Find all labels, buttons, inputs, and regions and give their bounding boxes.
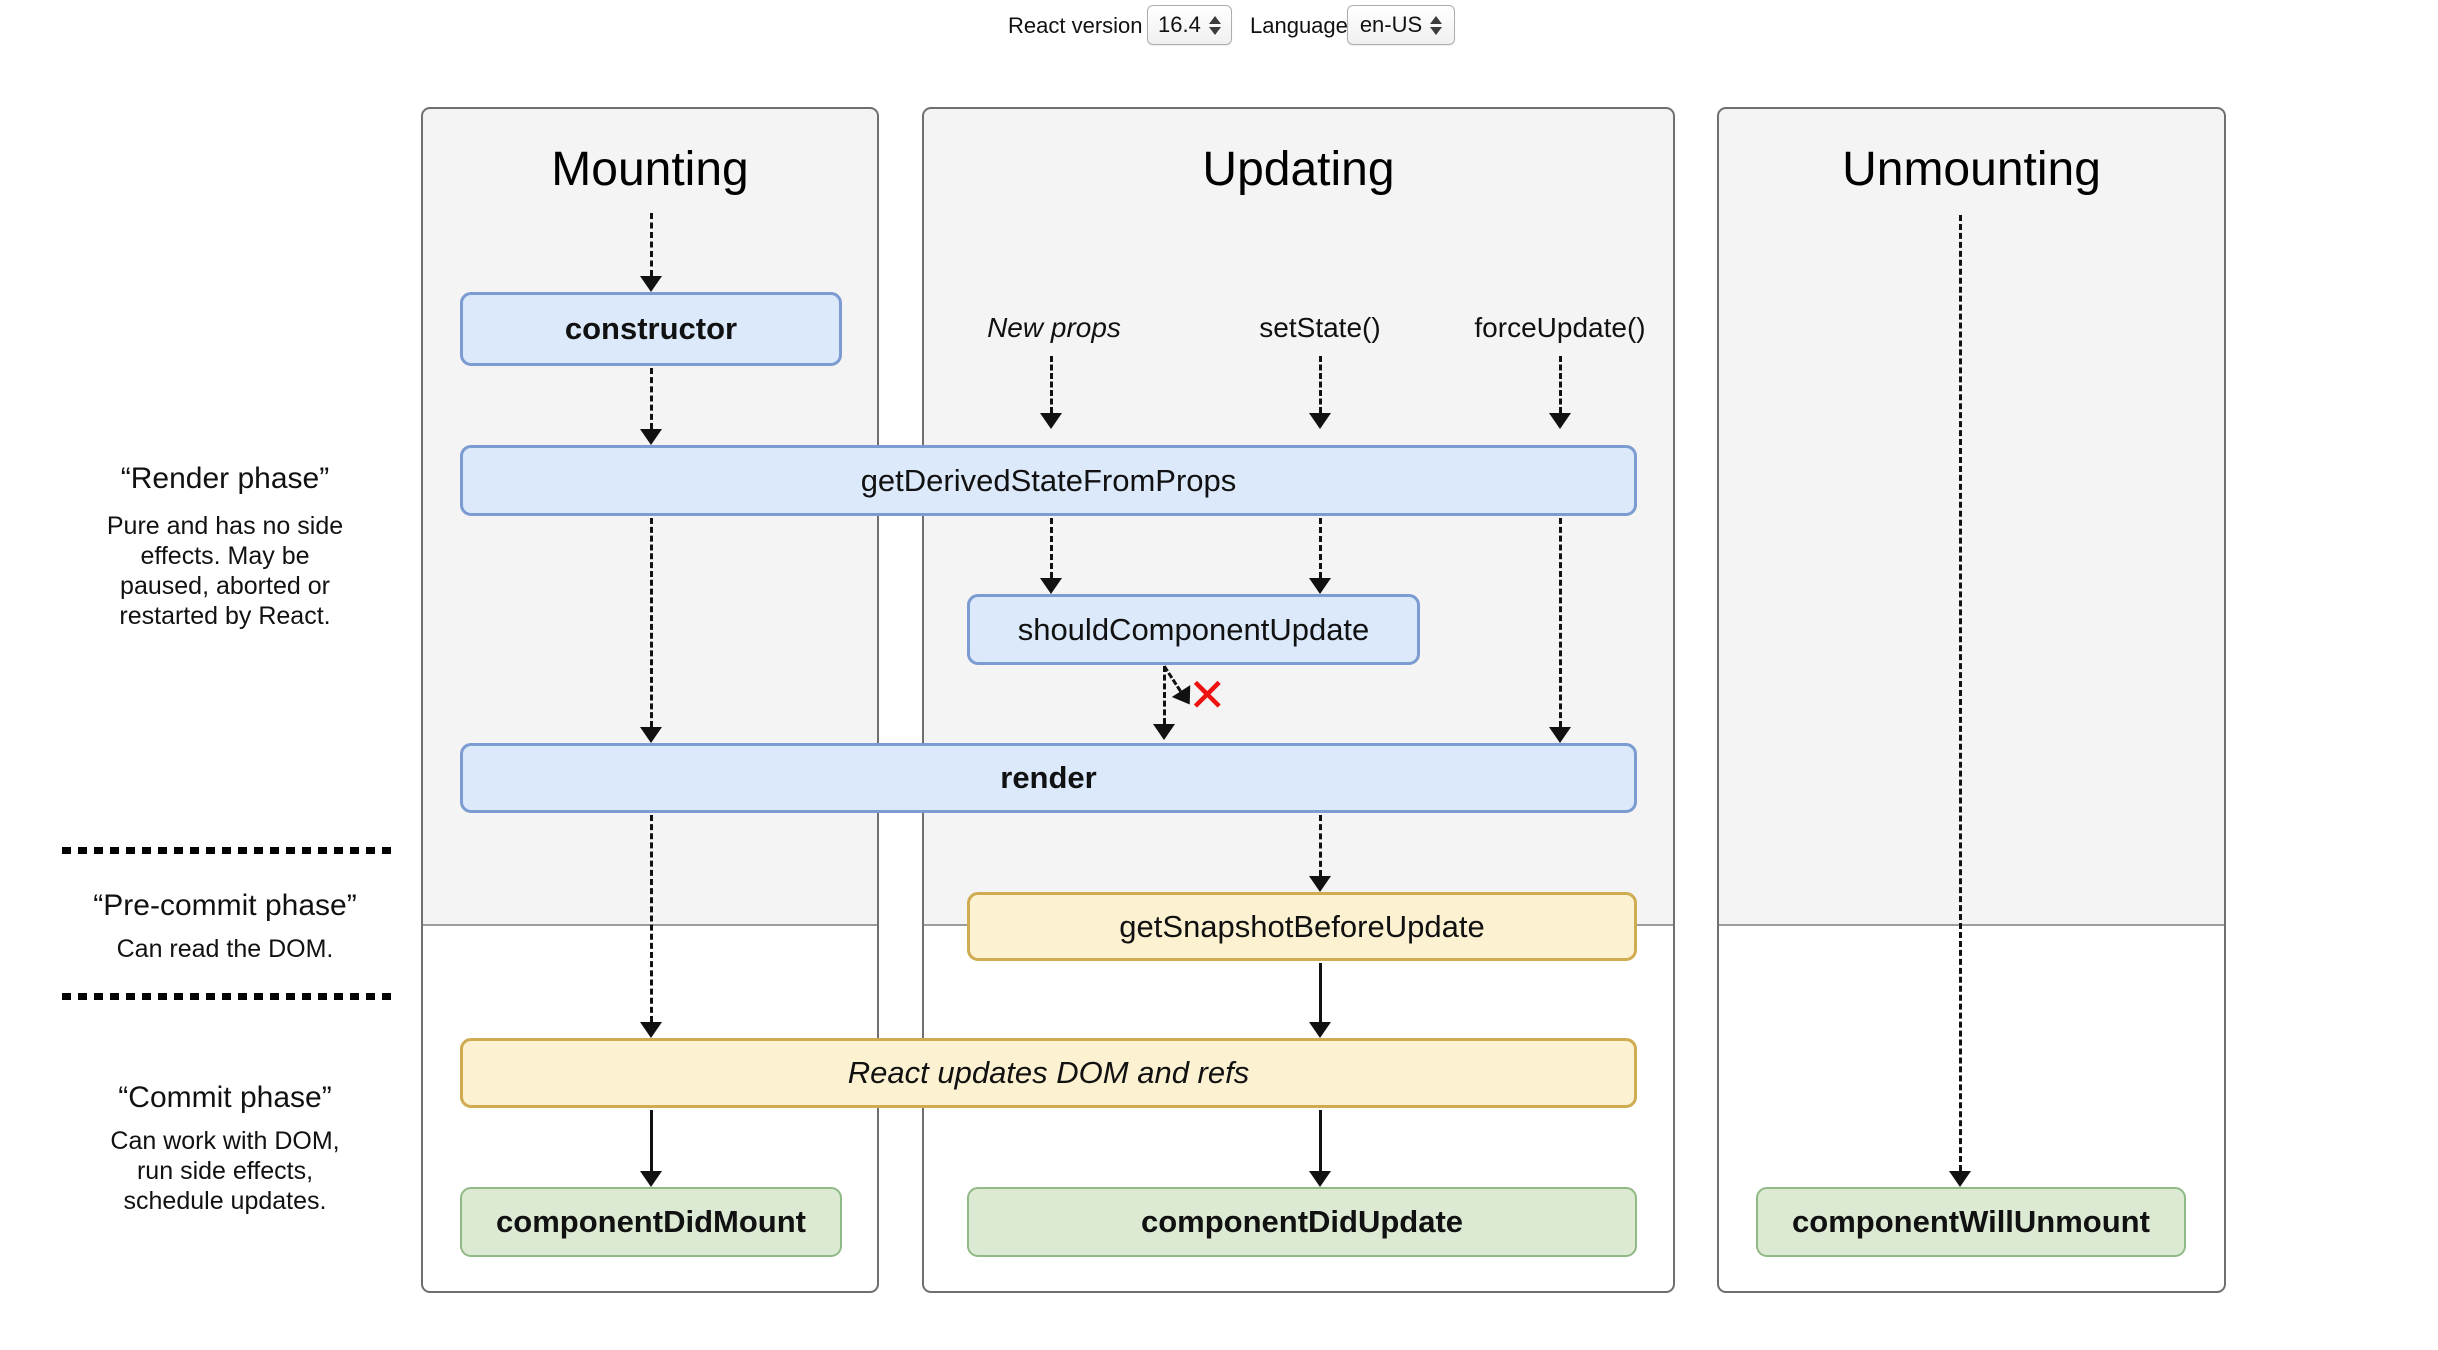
node-component-did-update[interactable]: componentDidUpdate	[967, 1187, 1637, 1257]
node-should-component-update[interactable]: shouldComponentUpdate	[967, 594, 1420, 665]
trigger-force-update: forceUpdate()	[1474, 312, 1646, 343]
mounting-column-title: Mounting	[551, 143, 749, 196]
render-phase-title: “Render phase”	[120, 462, 330, 495]
unmounting-column-title: Unmounting	[1842, 143, 2101, 196]
phase-separator-bottom	[62, 993, 392, 1000]
arrow-shouldupdate-to-render	[1153, 666, 1175, 740]
language-select[interactable]: en-US	[1347, 5, 1455, 45]
arrow-mount-to-constructor	[640, 213, 662, 292]
arrow-getderived-to-shouldupdate-right	[1309, 518, 1331, 594]
language-label: Language	[1250, 13, 1348, 38]
node-get-snapshot-before-update[interactable]: getSnapshotBeforeUpdate	[967, 892, 1637, 961]
react-version-label: React version	[1008, 13, 1143, 38]
arrow-reactupdates-to-didmount	[640, 1110, 662, 1187]
phase-separator-top	[62, 847, 392, 854]
stop-x-icon: ✕	[1188, 669, 1227, 721]
node-component-will-unmount[interactable]: componentWillUnmount	[1756, 1187, 2186, 1257]
arrow-getsnapshot-to-reactupdates	[1309, 963, 1331, 1038]
arrow-getderived-to-render-mount	[640, 518, 662, 743]
arrow-getderived-to-shouldupdate-left	[1040, 518, 1062, 594]
arrow-forceupdate-to-render	[1549, 518, 1571, 743]
unmounting-column-panel	[1717, 107, 2226, 1293]
commit-phase-title: “Commit phase”	[118, 1081, 332, 1114]
pre-commit-phase-description: Can read the DOM.	[116, 935, 334, 963]
updating-column-title: Updating	[1202, 143, 1395, 196]
arrow-render-to-reactupdates-mount	[640, 815, 662, 1038]
arrow-reactupdates-to-didupdate	[1309, 1110, 1331, 1187]
node-component-did-mount[interactable]: componentDidMount	[460, 1187, 842, 1257]
arrow-unmount-to-willunmount	[1949, 215, 1971, 1187]
node-get-derived-state-from-props[interactable]: getDerivedStateFromProps	[460, 445, 1637, 516]
arrow-constructor-to-getderived	[640, 368, 662, 445]
arrow-newprops-to-getderived	[1040, 356, 1062, 429]
react-version-value: 16.4	[1158, 12, 1201, 37]
select-stepper-icon	[1208, 15, 1221, 35]
node-render[interactable]: render	[460, 743, 1637, 813]
commit-phase-description: Can work with DOM, run side effects, sch…	[110, 1127, 340, 1215]
updating-column-panel	[922, 107, 1675, 1293]
arrow-setstate-to-getderived	[1309, 356, 1331, 429]
trigger-new-props: New props	[987, 312, 1121, 343]
node-react-updates-dom: React updates DOM and refs	[460, 1038, 1637, 1108]
language-value: en-US	[1359, 12, 1423, 37]
node-constructor[interactable]: constructor	[460, 292, 842, 366]
pre-commit-phase-title: “Pre-commit phase”	[93, 889, 357, 922]
arrow-forceupdate-to-getderived	[1549, 356, 1571, 429]
arrow-render-to-getsnapshot	[1309, 815, 1331, 892]
render-phase-description: Pure and has no side effects. May be pau…	[106, 512, 344, 630]
select-stepper-icon	[1430, 15, 1443, 35]
trigger-set-state: setState()	[1259, 312, 1381, 343]
react-version-select[interactable]: 16.4	[1147, 5, 1232, 45]
